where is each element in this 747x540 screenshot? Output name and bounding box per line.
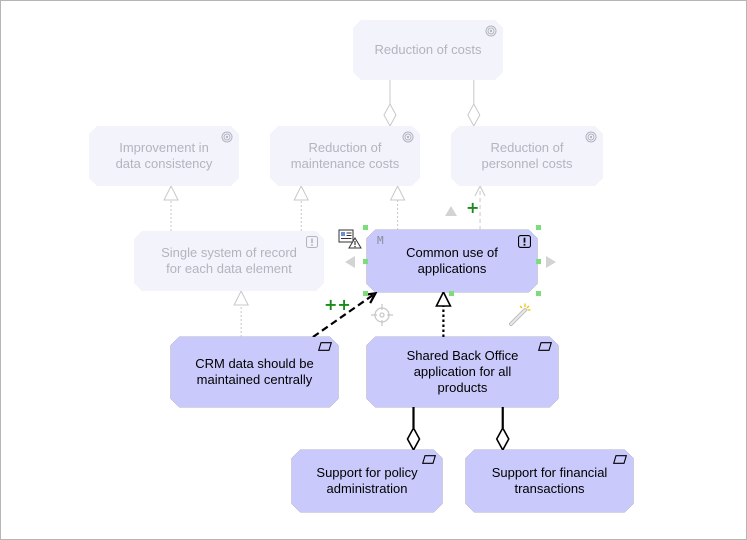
node-label: Reduction of personnel costs [481,140,573,171]
edge-reduction_maintenance_costs-to-reduction_of_costs-diamond [383,102,397,128]
node-label: Shared Back Office application for all p… [406,348,519,395]
edge-single_system_of_record-to-improvement_data_consistency-head [163,184,179,201]
node-label: Improvement in data consistency [115,140,213,171]
edge-crm_data_centrally-to-common_use_of_applications [312,293,375,338]
edge-common_use_of_applications-to-reduction_maintenance_costs-head [389,184,406,201]
goal-reduction-of-personnel-costs[interactable]: Reduction of personnel costs [451,126,603,186]
edge-support_policy_admin-to-shared_back_office-diamond [406,426,421,452]
node-label: Reduction of maintenance costs [290,140,400,171]
goal-icon [402,131,414,143]
selection-handle-bottom-left[interactable] [363,291,368,296]
requirement-support-financial-transactions[interactable]: Support for financial transactions [466,450,633,512]
edge-common_use_of_applications-to-reduction_personnel_costs-head [474,184,486,197]
goal-reduction-of-maintenance-costs[interactable]: Reduction of maintenance costs [270,126,420,186]
crosshair-icon[interactable] [371,304,393,326]
influence-label-personnel: + [466,198,480,217]
requirement-crm-data-centrally[interactable]: CRM data should be maintained centrally [171,337,338,407]
node-label: Common use of applications [406,245,498,276]
principle-single-system-of-record[interactable]: Single system of record for each data el… [134,231,324,291]
edge-support_financial_transactions-to-shared_back_office-diamond [495,426,510,452]
magic-wand-icon[interactable] [506,302,532,328]
selection-marker: M [377,234,384,247]
edge-crm_data_centrally-to-common_use_of_applications-head [364,291,378,304]
selection-handle-middle-left[interactable] [363,259,368,264]
principle-common-use-of-applications[interactable]: Common use of applications M [367,230,537,292]
node-label: Support for financial transactions [491,465,608,496]
edge-shared_back_office-to-common_use_of_applications-head [435,290,452,307]
requirement-icon [318,342,332,351]
requirement-icon [613,455,627,464]
edge-crm_data_centrally-to-single_system_of_record-head [233,289,249,306]
selection-handle-top-left[interactable] [363,225,368,230]
node-label: Reduction of costs [374,42,482,57]
quick-connect-arrow-right-icon[interactable] [546,256,556,268]
selection-handle-bottom-middle[interactable] [449,291,454,296]
requirement-icon [422,455,436,464]
node-label: CRM data should be maintained centrally [195,356,314,387]
goal-icon [585,131,597,143]
node-label: Single system of record for each data el… [161,245,297,276]
requirement-icon [538,342,552,351]
goal-icon [485,25,497,37]
goal-icon [221,131,233,143]
principle-icon [518,235,531,248]
quick-connect-arrow-up-icon[interactable] [445,206,457,216]
selection-handle-middle-right[interactable] [536,259,541,264]
principle-icon [306,236,318,248]
requirement-support-policy-administration[interactable]: Support for policy administration [292,450,442,512]
properties-card-icon[interactable] [338,229,362,249]
edge-single_system_of_record-to-reduction_maintenance_costs-head [293,184,310,201]
quick-connect-arrow-left-icon[interactable] [345,256,355,268]
influence-label-crm: ++ [324,295,351,314]
selection-handle-top-right[interactable] [536,225,541,230]
node-label: Support for policy administration [316,465,418,496]
goal-improvement-in-data-consistency[interactable]: Improvement in data consistency [89,126,239,186]
selection-handle-bottom-right[interactable] [536,291,541,296]
requirement-shared-back-office[interactable]: Shared Back Office application for all p… [367,337,558,407]
goal-reduction-of-costs[interactable]: Reduction of costs [353,20,503,80]
edge-reduction_personnel_costs-to-reduction_of_costs-diamond [467,102,481,128]
